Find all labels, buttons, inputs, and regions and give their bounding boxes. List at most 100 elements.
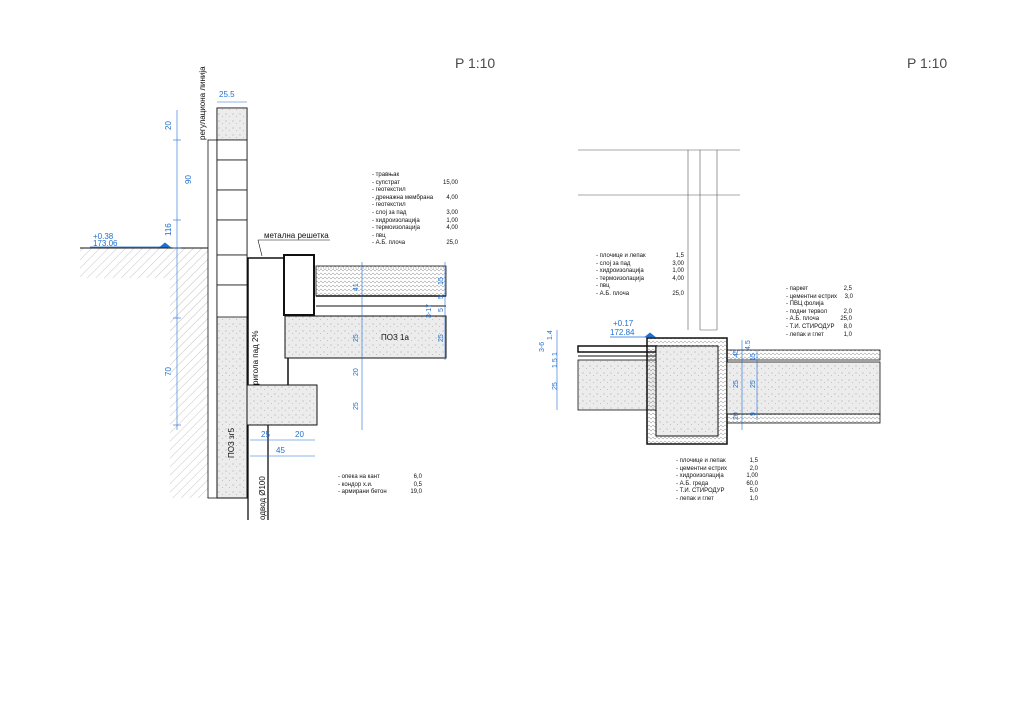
dim-mid-15: 15 [750,353,757,361]
layer-thickness: 25,0 [672,290,684,297]
layer-thickness: 8,0 [843,323,852,330]
level-relative-right: +0.17 [613,319,634,328]
layer-thickness [442,202,458,210]
dim-mid-25-a: 25 [733,380,740,388]
dim-mid-9: 9 [750,412,757,416]
layer-thickness [442,233,458,241]
layer-row: - цементни естрих 2,0 [676,466,758,474]
layer-material: - подни тервол [786,308,828,315]
level-absolute-right: 172.84 [610,328,635,337]
layer-row: - слој за пад 3,00 [596,261,684,269]
dim-mid-45: 45 [733,349,740,357]
layer-thickness [442,187,458,195]
regulation-line-label: регулациона линија [198,66,207,140]
dim-right-3-6: 3-6 [539,342,546,352]
layer-material: - Т.И. СТИРОДУР [676,488,725,495]
level-absolute-left: 173.06 [93,239,118,248]
dim-vertical-20: 20 [164,121,173,130]
layer-material: - цементни естрих [676,465,727,472]
level-marker-left [90,242,172,248]
layer-row: - лепак и глет 1,0 [786,332,852,340]
channel-base [246,384,318,426]
layer-material: - ПВЦ фолија [786,301,824,308]
dim-bottom-45: 45 [276,446,285,455]
layer-row: - кондор х.и.0,5 [338,482,422,490]
layer-thickness: 3,00 [672,260,684,267]
layer-thickness: 1,00 [746,473,758,480]
layer-thickness: 15,00 [442,179,458,186]
layer-material: - пвц [596,283,610,290]
layer-material: - пвц [372,232,386,239]
soil-hatch [80,248,215,278]
dim-mid-20: 20 [353,368,360,376]
layer-material: - плочице и лепак [596,253,646,259]
parapet-blocks [216,107,248,318]
layer-material: - супстрат [372,179,400,186]
layer-material: - А.Б. плоча [786,316,820,323]
floor-insulation [726,413,881,424]
layer-thickness: 4,00 [446,225,458,232]
dim-right-1-4: 1.4 [547,330,554,340]
layer-row: - супстрат 15,00 [372,180,458,188]
layer-material: - дренажна мембрана [372,194,434,201]
dim-right-1-5: 1.5 [552,358,559,368]
layer-thickness: 0,5 [413,481,422,488]
floor-slab [726,361,881,415]
brick-wall [207,139,218,499]
layer-row: - ПВЦ фолија [786,301,852,309]
layer-material: - хидроизолација [676,473,724,480]
green-roof-layers [315,265,447,297]
dim-mid-25-b: 25 [750,380,757,388]
layer-thickness: 1,0 [843,331,852,338]
layer-thickness: 1,0 [749,495,758,502]
layer-material: - цементни естрих [786,293,837,300]
dim-bottom-25: 25 [261,430,270,439]
scale-label-left: P 1:10 [455,55,496,71]
dim-mid-25b: 25 [353,402,360,410]
layer-thickness [668,283,684,291]
layer-material: - геотекстил [372,202,406,209]
metal-grate-label: метална решетка [264,231,329,240]
layer-row: - Т.И. СТИРОДУР 8,0 [786,324,852,332]
scale-label-right: P 1:10 [907,55,948,71]
poz-slab-label: ПОЗ 1а [381,333,409,342]
floor-finish [726,349,881,361]
layer-row: - опека на кант 6,0 [338,474,422,482]
vertical-dimension-line-left [173,110,181,430]
rc-slab [284,315,447,359]
layer-row: - хидроизолација 1,00 [676,473,758,481]
layer-material: - геотекстил [372,187,406,194]
top-width-dimension: 25.5 [219,90,235,99]
layer-thickness [836,301,852,309]
dim-mid-4-5: 4.5 [745,340,752,350]
layer-material: - слој за пад [596,260,631,267]
dim-slab-25: 25 [438,334,445,342]
left-section-drawing [80,101,447,520]
channel-inner [283,254,315,316]
soil-hatch-deep [170,278,215,498]
poz-wall-label: ПОЗ зг5 [227,427,236,458]
layer-thickness: 6,0 [413,474,422,480]
dim-mid-41: 41 [353,283,360,291]
layer-thickness: 2,0 [749,465,758,472]
layer-material: - лепак и глет [786,331,824,338]
layer-material: - Т.И. СТИРОДУР [786,323,835,330]
layer-row: - пвц [372,233,458,241]
layer-material: - опека на кант [338,474,380,480]
dim-slab-5a: 5 [438,295,445,299]
